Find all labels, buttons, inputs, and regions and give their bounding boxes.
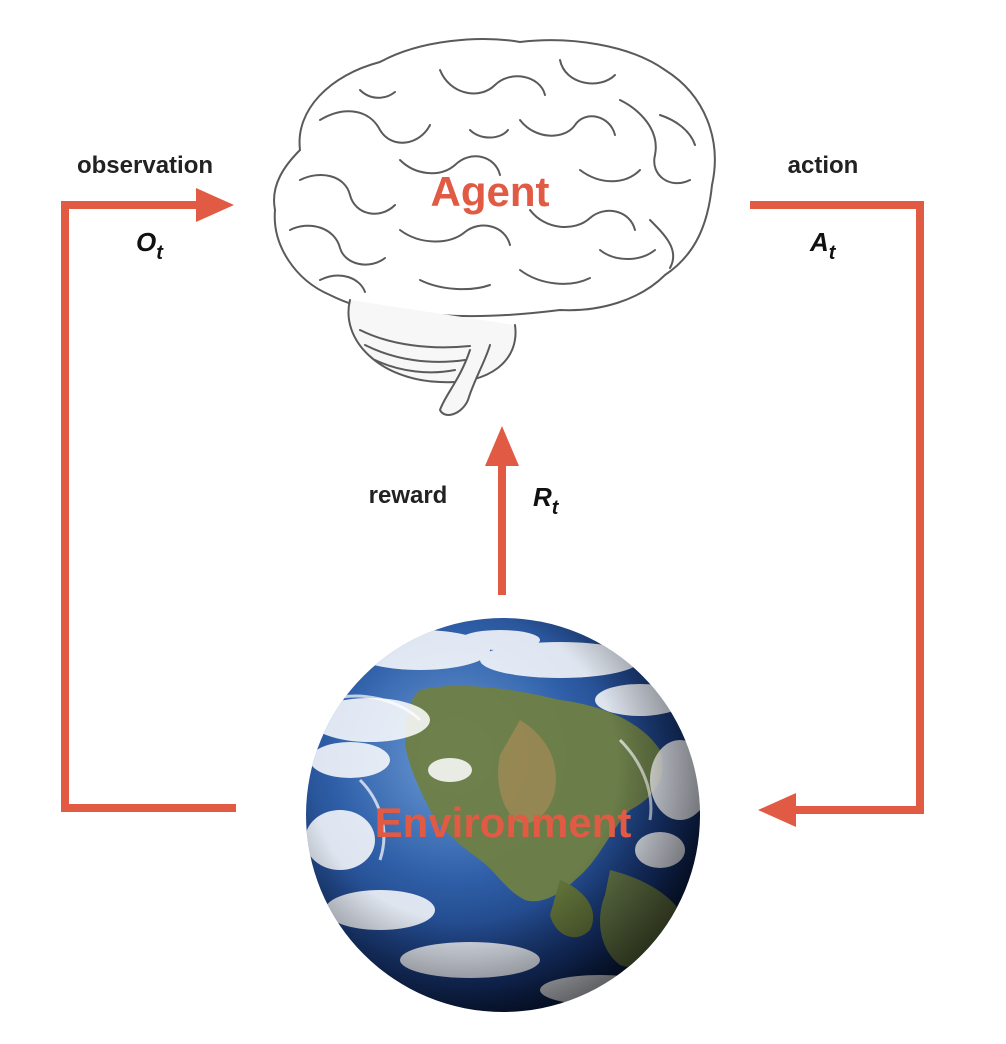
action-symbol-subscript: t: [829, 242, 837, 264]
observation-symbol: Ot: [136, 227, 164, 264]
observation-arrow: [61, 188, 236, 812]
brain-icon: [273, 38, 716, 416]
action-symbol-letter: A: [809, 227, 829, 257]
reward-symbol-letter: R: [533, 482, 552, 512]
action-symbol: At: [809, 227, 837, 264]
reward-symbol: Rt: [533, 482, 560, 519]
observation-symbol-subscript: t: [156, 242, 164, 264]
observation-label: observation: [77, 152, 213, 179]
observation-symbol-letter: O: [136, 227, 156, 257]
reward-label: reward: [369, 482, 448, 509]
reward-arrow: [485, 426, 519, 595]
environment-label: Environment: [375, 799, 632, 846]
reward-symbol-subscript: t: [552, 497, 560, 519]
action-label: action: [788, 152, 859, 179]
earth-globe-icon: [306, 618, 700, 1012]
agent-label: Agent: [431, 168, 550, 215]
action-arrow: [750, 201, 924, 827]
